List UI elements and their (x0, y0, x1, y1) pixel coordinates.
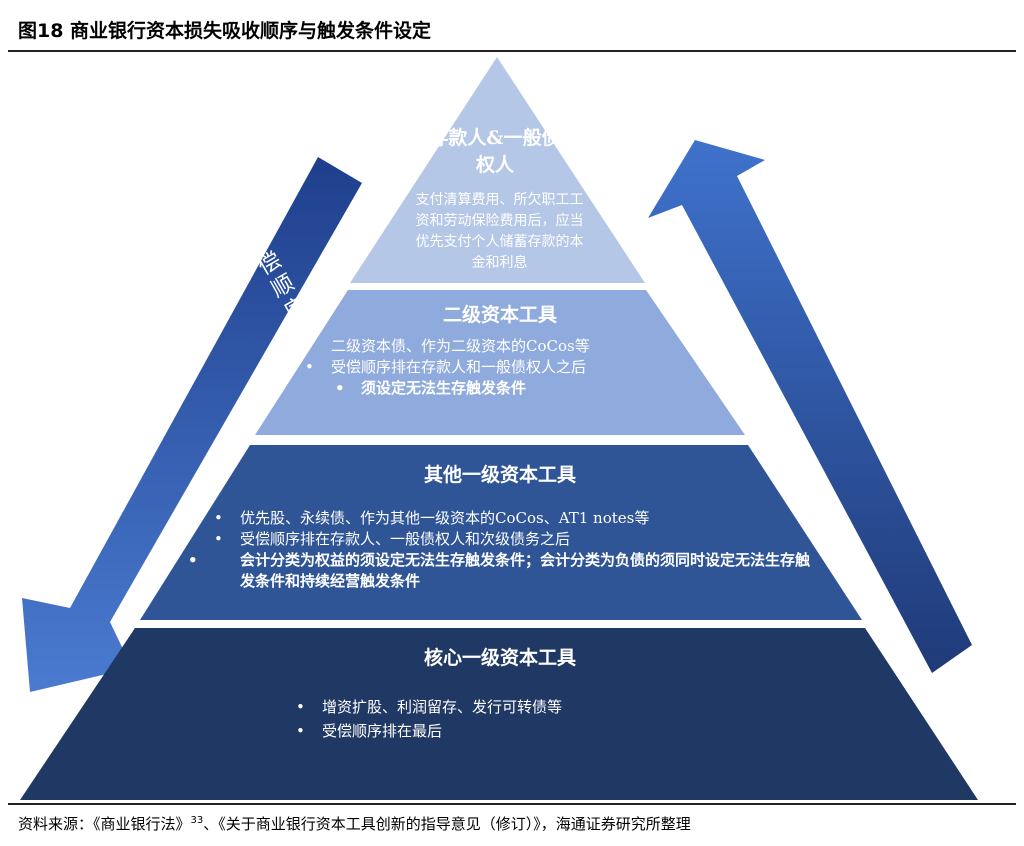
tier-3-bullets: 优先股、永续债、作为其他一级资本的CoCos、AT1 notes等 受偿顺序排在… (214, 508, 814, 592)
bullet: 受偿顺序排在存款人、一般债权人和次级债务之后 (214, 529, 814, 550)
tier-3-heading: 其他一级资本工具 (423, 464, 576, 486)
top-rule (8, 50, 1016, 52)
tier-1-heading: 存款人&一般债权人 (429, 127, 561, 176)
bottom-rule (8, 803, 1016, 805)
tier-2-heading: 二级资本工具 (442, 304, 557, 326)
tier-1-shape (350, 57, 645, 283)
tier-1-body: 支付清算费用、所欠职工工资和劳动保险费用后，应当优先支付个人储蓄存款的本金和利息 (415, 192, 584, 271)
right-arrow (648, 140, 972, 673)
bullet: 须设定无法生存触发条件 (305, 378, 590, 399)
bullet: 二级资本债、作为二级资本的CoCos等 (305, 336, 590, 357)
bullet: 受偿顺序排在最后 (296, 719, 562, 743)
source-note: 资料来源：《商业银行法》33、《关于商业银行资本工具创新的指导意见（修订）》，海… (18, 813, 691, 834)
source-prefix: 资料来源：《商业银行法》 (18, 815, 191, 833)
figure-title: 图18 商业银行资本损失吸收顺序与触发条件设定 (18, 20, 432, 42)
tier-4-heading: 核心一级资本工具 (423, 647, 576, 669)
tier-2-bullets: 二级资本债、作为二级资本的CoCos等 受偿顺序排在存款人和一般债权人之后 须设… (305, 336, 590, 399)
bullet: 增资扩股、利润留存、发行可转债等 (296, 695, 562, 719)
tier-4-bullets: 增资扩股、利润留存、发行可转债等 受偿顺序排在最后 (296, 695, 562, 743)
source-suffix: 、《关于商业银行资本工具创新的指导意见（修订）》，海通证券研究所整理 (203, 815, 691, 833)
bullet: 受偿顺序排在存款人和一般债权人之后 (305, 357, 590, 378)
bullet: 会计分类为权益的须设定无法生存触发条件；会计分类为负债的须同时设定无法生存触发条… (214, 550, 814, 592)
left-arrow (22, 157, 362, 692)
bullet: 优先股、永续债、作为其他一级资本的CoCos、AT1 notes等 (214, 508, 814, 529)
source-footnote: 33 (190, 815, 204, 826)
